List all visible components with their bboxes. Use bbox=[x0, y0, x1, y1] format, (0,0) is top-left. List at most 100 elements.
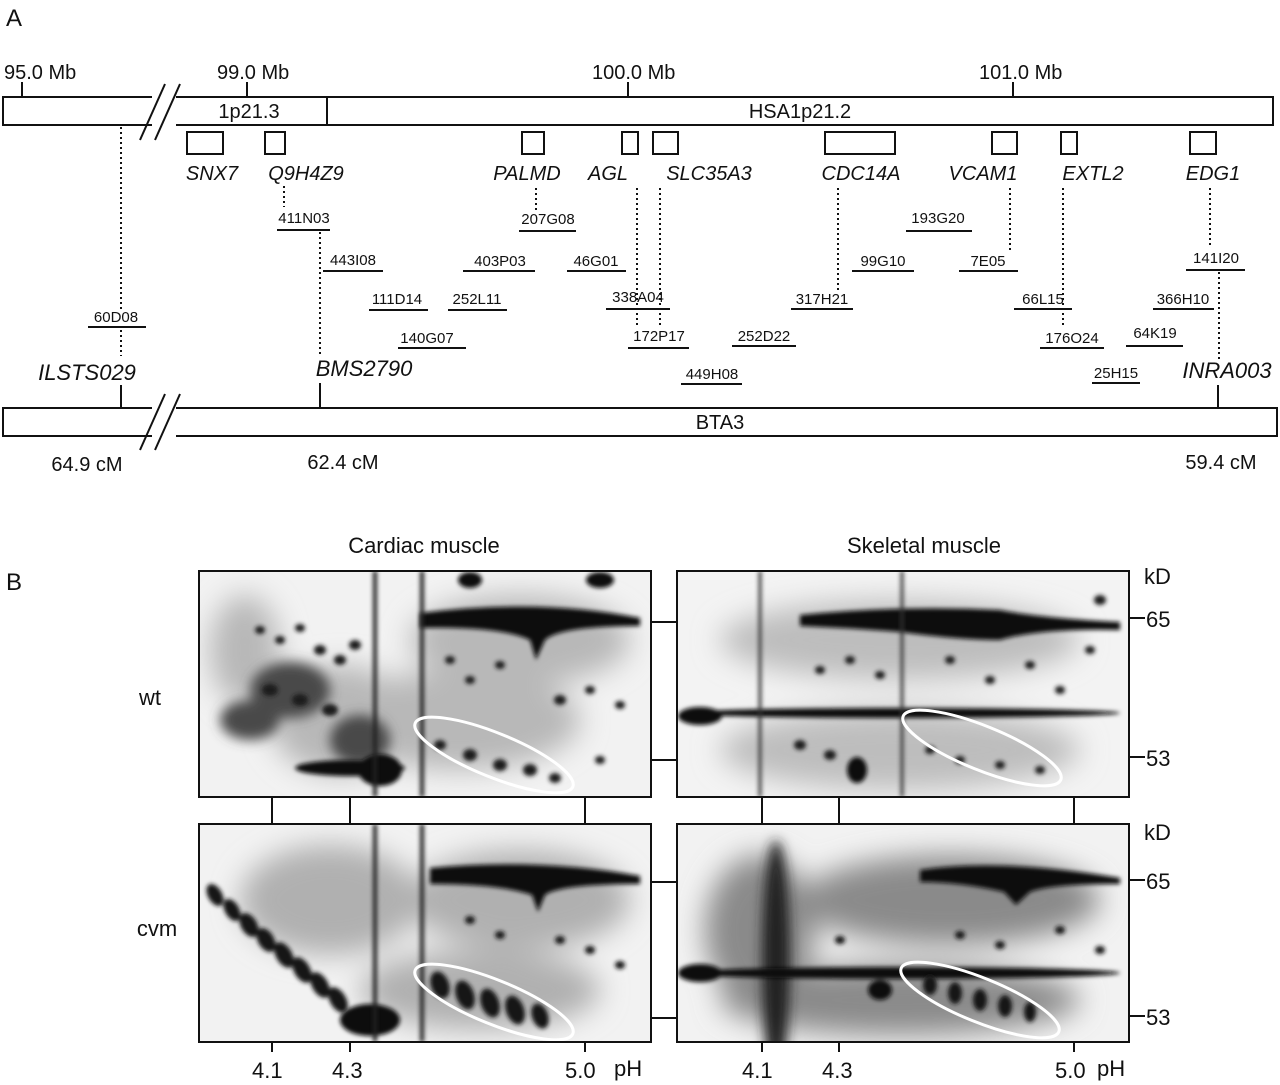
bac-clones: 60D08 411N03 443I08 111D14 140G07 252L11… bbox=[88, 210, 1245, 385]
clone-193g20: 193G20 bbox=[906, 210, 972, 232]
clone-25h15: 25H15 bbox=[1092, 365, 1140, 384]
gel-cardiac-cvm bbox=[199, 824, 651, 1042]
svg-text:172P17: 172P17 bbox=[633, 328, 685, 345]
col-title-cardiac: Cardiac muscle bbox=[348, 533, 500, 558]
row-label-wt: wt bbox=[138, 685, 161, 710]
axis-break-2 bbox=[154, 83, 181, 141]
kd-65-top: 65 bbox=[1146, 607, 1170, 632]
gene-box-edg1 bbox=[1189, 131, 1217, 155]
clone-443i08: 443I08 bbox=[323, 252, 383, 272]
svg-text:449H08: 449H08 bbox=[686, 366, 739, 383]
mb-label-99: 99.0 Mb bbox=[217, 62, 289, 84]
clone-140g07: 140G07 bbox=[398, 330, 466, 349]
marker-bms2790: BMS2790 bbox=[316, 356, 413, 381]
hsa-band-1p21-3: 1p21.3 bbox=[218, 101, 279, 123]
cm-64-9: 64.9 cM bbox=[51, 454, 122, 476]
markers: ILSTS029 BMS2790 INRA003 bbox=[38, 356, 1272, 408]
gene-box-slc35a3 bbox=[652, 131, 679, 155]
svg-text:7E05: 7E05 bbox=[970, 253, 1005, 270]
panel-a-letter: A bbox=[6, 5, 22, 32]
gene-box-vcam1 bbox=[991, 131, 1018, 155]
clone-99g10: 99G10 bbox=[852, 253, 914, 272]
axis-break-3 bbox=[139, 393, 166, 451]
clone-366h10: 366H10 bbox=[1153, 291, 1214, 310]
svg-text:252L11: 252L11 bbox=[453, 291, 502, 308]
ph-labels: 4.1 4.3 5.0 pH 4.1 4.3 5.0 pH bbox=[252, 1056, 1125, 1083]
gene-q9h4z9: Q9H4Z9 bbox=[268, 163, 344, 185]
gene-extl2: EXTL2 bbox=[1062, 163, 1123, 185]
mapping-links bbox=[120, 127, 1220, 362]
gel-cardiac-wt bbox=[199, 571, 651, 797]
hsa-chromosome: 1p21.3 HSA1p21.2 bbox=[2, 83, 1274, 141]
svg-text:443I08: 443I08 bbox=[330, 252, 376, 269]
cm-62-4: 62.4 cM bbox=[307, 452, 378, 474]
ph-unit-cardiac: pH bbox=[614, 1056, 642, 1081]
ph-4-1-skeletal: 4.1 bbox=[742, 1058, 773, 1083]
kd-53-bottom: 53 bbox=[1146, 1005, 1170, 1030]
col-title-skeletal: Skeletal muscle bbox=[847, 533, 1001, 558]
kd-unit-bottom: kD bbox=[1144, 820, 1171, 845]
svg-text:111D14: 111D14 bbox=[372, 291, 422, 308]
gene-box-snx7 bbox=[186, 131, 224, 155]
gene-box-palmd bbox=[521, 131, 545, 155]
clone-172p17: 172P17 bbox=[628, 328, 689, 349]
svg-text:411N03: 411N03 bbox=[278, 210, 329, 227]
ph-unit-skeletal: pH bbox=[1097, 1056, 1125, 1081]
svg-text:403P03: 403P03 bbox=[474, 253, 526, 270]
gene-boxes bbox=[186, 131, 1217, 155]
cm-59-4: 59.4 cM bbox=[1185, 452, 1256, 474]
ph-5-0-cardiac: 5.0 bbox=[565, 1058, 596, 1083]
gel-streaks bbox=[373, 571, 424, 797]
highlight-ellipse bbox=[413, 715, 575, 795]
gel-skeletal-cvm bbox=[677, 824, 1129, 1042]
kd-unit-top: kD bbox=[1144, 564, 1171, 589]
mb-label-101: 101.0 Mb bbox=[979, 62, 1062, 84]
gene-cdc14a: CDC14A bbox=[822, 163, 901, 185]
svg-text:317H21: 317H21 bbox=[796, 291, 849, 308]
gene-box-cdc14a bbox=[824, 131, 896, 155]
gene-vcam1: VCAM1 bbox=[949, 163, 1018, 185]
ph-4-3-skeletal: 4.3 bbox=[822, 1058, 853, 1083]
svg-text:193G20: 193G20 bbox=[911, 210, 964, 227]
svg-text:140G07: 140G07 bbox=[400, 330, 453, 347]
svg-text:46G01: 46G01 bbox=[573, 253, 618, 270]
clone-60d08: 60D08 bbox=[88, 309, 146, 328]
clone-141i20: 141I20 bbox=[1186, 250, 1245, 271]
gene-edg1: EDG1 bbox=[1186, 163, 1240, 185]
svg-text:60D08: 60D08 bbox=[94, 309, 138, 326]
clone-252l11: 252L11 bbox=[448, 291, 507, 311]
svg-text:176O24: 176O24 bbox=[1045, 330, 1098, 347]
hsa-band-1p21-2: HSA1p21.2 bbox=[749, 101, 851, 123]
bta-bar-left bbox=[2, 407, 156, 437]
alignment-ticks bbox=[271, 617, 1145, 1052]
clone-111d14: 111D14 bbox=[369, 291, 428, 311]
panel-b-letter: B bbox=[6, 569, 22, 596]
clone-46g01: 46G01 bbox=[567, 253, 626, 272]
gene-box-q9h4z9 bbox=[264, 131, 286, 155]
gene-snx7: SNX7 bbox=[186, 163, 239, 185]
mb-label-95: 95.0 Mb bbox=[4, 62, 76, 84]
gel-spots bbox=[255, 624, 625, 783]
ph-4-3-cardiac: 4.3 bbox=[332, 1058, 363, 1083]
mb-label-100: 100.0 Mb bbox=[592, 62, 675, 84]
marker-ilsts029: ILSTS029 bbox=[38, 360, 136, 385]
gene-box-extl2 bbox=[1060, 131, 1078, 155]
ph-4-1-cardiac: 4.1 bbox=[252, 1058, 283, 1083]
gene-agl: AGL bbox=[587, 163, 628, 185]
bta-label: BTA3 bbox=[696, 412, 745, 434]
clone-449h08: 449H08 bbox=[681, 366, 742, 385]
clone-207g08: 207G08 bbox=[519, 211, 576, 232]
svg-text:99G10: 99G10 bbox=[860, 253, 905, 270]
svg-text:64K19: 64K19 bbox=[1133, 325, 1176, 342]
clone-66l15: 66L15 bbox=[1014, 291, 1072, 310]
kd-65-bottom: 65 bbox=[1146, 869, 1170, 894]
svg-text:252D22: 252D22 bbox=[738, 328, 791, 345]
bta3-chromosome: BTA3 64.9 cM 62.4 cM 59.4 cM bbox=[2, 393, 1278, 476]
gene-slc35a3: SLC35A3 bbox=[666, 163, 752, 185]
ph-5-0-skeletal: 5.0 bbox=[1055, 1058, 1086, 1083]
svg-text:66L15: 66L15 bbox=[1022, 291, 1064, 308]
clone-338a04: 338A04 bbox=[606, 289, 670, 310]
svg-text:338A04: 338A04 bbox=[612, 289, 664, 306]
clone-64k19: 64K19 bbox=[1126, 325, 1183, 347]
